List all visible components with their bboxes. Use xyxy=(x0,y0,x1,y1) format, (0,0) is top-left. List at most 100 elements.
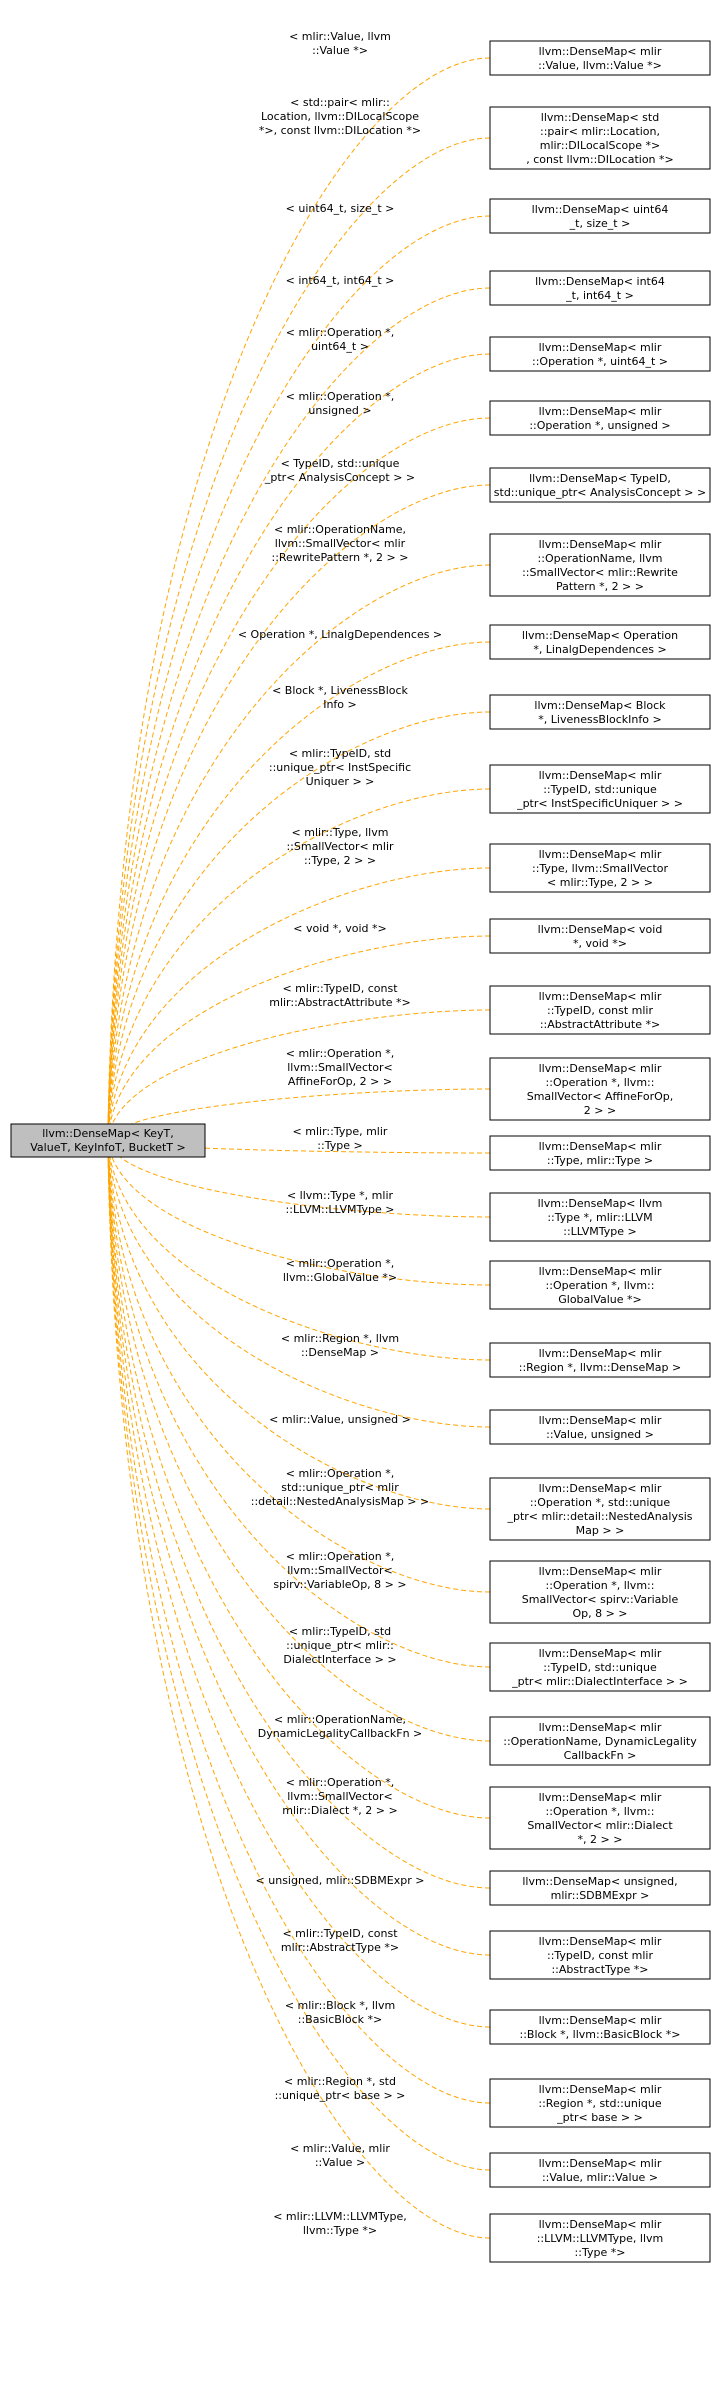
inheritance-edge xyxy=(107,287,491,1133)
inheritance-edge xyxy=(107,1148,491,2239)
derived-class-node[interactable]: llvm::DenseMap< mlir::OperationName, llv… xyxy=(489,533,711,597)
derived-class-box xyxy=(489,1642,711,1692)
derived-class-label: ::TypeID, std::unique xyxy=(543,783,657,796)
edge-template-label: llvm::GlobalValue *> xyxy=(283,1271,397,1284)
derived-class-label: GlobalValue *> xyxy=(558,1293,642,1306)
derived-class-node[interactable]: llvm::DenseMap< mlir::Value, unsigned > xyxy=(489,1409,711,1445)
inheritance-edge xyxy=(107,1009,491,1139)
derived-class-node[interactable]: llvm::DenseMap< unsigned,mlir::SDBMExpr … xyxy=(489,1870,711,1906)
derived-class-node[interactable]: llvm::DenseMap< mlir::Operation *, unsig… xyxy=(489,400,711,436)
derived-class-node[interactable]: llvm::DenseMap< mlir::Value, llvm::Value… xyxy=(489,40,711,76)
derived-class-node[interactable]: llvm::DenseMap< uint64_t, size_t > xyxy=(489,198,711,234)
derived-class-label: llvm::DenseMap< void xyxy=(538,923,663,936)
edge-template-label: ::DenseMap > xyxy=(301,1346,379,1359)
inheritance-edge xyxy=(107,935,491,1139)
derived-class-label: llvm::DenseMap< mlir xyxy=(539,1482,662,1495)
derived-class-label: llvm::DenseMap< mlir xyxy=(539,769,662,782)
derived-class-label: llvm::DenseMap< mlir xyxy=(539,1565,662,1578)
derived-class-label: *, LivenessBlockInfo > xyxy=(538,713,661,726)
derived-class-node[interactable]: llvm::DenseMap< Block*, LivenessBlockInf… xyxy=(489,694,711,730)
derived-class-box xyxy=(489,918,711,954)
derived-class-label: llvm::DenseMap< mlir xyxy=(539,2157,662,2170)
derived-class-label: _ptr< base > > xyxy=(556,2111,643,2124)
edge-template-label: < mlir::TypeID, const xyxy=(282,982,398,995)
derived-class-node[interactable]: llvm::DenseMap< mlir::Block *, llvm::Bas… xyxy=(489,2009,711,2045)
derived-class-node[interactable]: llvm::DenseMap< mlir::TypeID, std::uniqu… xyxy=(489,1642,711,1692)
edge-template-label: ::unique_ptr< InstSpecific xyxy=(269,761,411,774)
edge-template-label: *>, const llvm::DILocation *> xyxy=(259,124,421,137)
derived-class-label: llvm::DenseMap< TypeID, xyxy=(529,472,671,485)
derived-class-node[interactable]: llvm::DenseMap< Operation*, LinalgDepend… xyxy=(489,624,711,660)
root-node[interactable]: llvm::DenseMap< KeyT, ValueT, KeyInfoT, … xyxy=(10,1123,206,1158)
edge-template-label: mlir::AbstractType *> xyxy=(281,1941,399,1954)
edge-template-label: < Operation *, LinalgDependences > xyxy=(238,628,442,641)
derived-class-label: llvm::DenseMap< mlir xyxy=(539,405,662,418)
derived-class-label: std::unique_ptr< AnalysisConcept > > xyxy=(494,486,706,499)
inheritance-edge xyxy=(107,1144,491,1668)
edge-template-label: DialectInterface > > xyxy=(283,1653,396,1666)
derived-class-node[interactable]: llvm::DenseMap< mlir::Operation *, std::… xyxy=(489,1477,711,1541)
derived-class-label: ::Operation *, llvm:: xyxy=(546,1805,655,1818)
derived-class-label: < mlir::Type, 2 > > xyxy=(547,876,653,889)
derived-class-node[interactable]: llvm::DenseMap< mlir::Type, mlir::Type > xyxy=(489,1135,711,1171)
inheritance-edge xyxy=(107,788,491,1138)
derived-class-label: ::OperationName, DynamicLegality xyxy=(503,1735,697,1748)
edge-template-label: < TypeID, std::unique xyxy=(281,457,400,470)
derived-class-label: llvm::DenseMap< mlir xyxy=(539,1265,662,1278)
derived-class-label: llvm::DenseMap< mlir xyxy=(539,1347,662,1360)
derived-class-node[interactable]: llvm::DenseMap< mlir::Operation *, uint6… xyxy=(489,336,711,372)
edge-template-label: < mlir::Type, llvm xyxy=(292,826,389,839)
derived-class-label: ::Value, llvm::Value *> xyxy=(538,59,662,72)
derived-class-label: llvm::DenseMap< mlir xyxy=(539,1935,662,1948)
derived-class-node[interactable]: llvm::DenseMap< mlir::TypeID, const mlir… xyxy=(489,985,711,1035)
derived-class-label: ::Operation *, llvm:: xyxy=(546,1579,655,1592)
derived-class-box xyxy=(489,624,711,660)
edge-template-label: < std::pair< mlir:: xyxy=(290,96,390,109)
derived-class-box xyxy=(489,1477,711,1541)
derived-class-box xyxy=(489,1930,711,1980)
derived-class-box xyxy=(489,2152,711,2188)
derived-class-node[interactable]: llvm::DenseMap< void*, void *> xyxy=(489,918,711,954)
derived-class-label: ::LLVM::LLVMType, llvm xyxy=(537,2232,664,2245)
derived-class-node[interactable]: llvm::DenseMap< mlir::TypeID, std::uniqu… xyxy=(489,764,711,814)
derived-class-label: _ptr< mlir::detail::NestedAnalysis xyxy=(506,1510,692,1523)
edge-template-label: < mlir::LLVM::LLVMType, xyxy=(273,2210,407,2223)
derived-class-label: llvm::DenseMap< Operation xyxy=(522,629,678,642)
derived-class-node[interactable]: llvm::DenseMap< mlir::Operation *, llvm:… xyxy=(489,1560,711,1624)
derived-class-node[interactable]: llvm::DenseMap< mlir::LLVM::LLVMType, ll… xyxy=(489,2213,711,2263)
derived-class-label: ::TypeID, const mlir xyxy=(547,1949,654,1962)
edge-template-label: < mlir::OperationName, xyxy=(274,523,406,536)
edge-template-label: AffineForOp, 2 > > xyxy=(288,1075,392,1088)
edge-template-label: ::Value *> xyxy=(312,44,368,57)
edge-template-label: ::unique_ptr< mlir:: xyxy=(286,1639,394,1652)
inheritance-edge xyxy=(107,867,491,1138)
derived-class-node[interactable]: llvm::DenseMap< mlir::Type, llvm::SmallV… xyxy=(489,843,711,893)
derived-class-label: llvm::DenseMap< mlir xyxy=(539,2014,662,2027)
edge-template-label: llvm::SmallVector< mlir xyxy=(275,537,406,550)
derived-class-node[interactable]: llvm::DenseMap< llvm::Type *, mlir::LLVM… xyxy=(489,1192,711,1242)
derived-class-box xyxy=(489,106,711,170)
derived-class-box xyxy=(489,985,711,1035)
derived-class-box xyxy=(489,2009,711,2045)
edge-template-label: uint64_t > xyxy=(311,340,369,353)
derived-class-node[interactable]: llvm::DenseMap< mlir::Operation *, llvm:… xyxy=(489,1786,711,1850)
edge-template-label: llvm::SmallVector< xyxy=(287,1564,393,1577)
derived-class-node[interactable]: llvm::DenseMap< mlir::Region *, llvm::De… xyxy=(489,1342,711,1378)
derived-class-node[interactable]: llvm::DenseMap< mlir::Operation *, llvm:… xyxy=(489,1057,711,1121)
derived-class-label: llvm::DenseMap< mlir xyxy=(539,990,662,1003)
edge-template-label: < mlir::Operation *, xyxy=(286,1467,395,1480)
derived-class-node[interactable]: llvm::DenseMap< mlir::TypeID, const mlir… xyxy=(489,1930,711,1980)
derived-class-node[interactable]: llvm::DenseMap< mlir::OperationName, Dyn… xyxy=(489,1716,711,1766)
derived-class-node[interactable]: llvm::DenseMap< TypeID,std::unique_ptr< … xyxy=(489,467,711,503)
derived-class-label: ::Block *, llvm::BasicBlock *> xyxy=(520,2028,681,2041)
derived-class-node[interactable]: llvm::DenseMap< mlir::Operation *, llvm:… xyxy=(489,1260,711,1310)
derived-class-node[interactable]: llvm::DenseMap< std::pair< mlir::Locatio… xyxy=(489,106,711,170)
edge-template-label: < mlir::Type, mlir xyxy=(293,1125,388,1138)
derived-class-label: ::Type *, mlir::LLVM xyxy=(547,1211,652,1224)
derived-class-node[interactable]: llvm::DenseMap< int64_t, int64_t > xyxy=(489,270,711,306)
edge-template-label: std::unique_ptr< mlir xyxy=(281,1481,399,1494)
inheritance-edge xyxy=(107,1148,491,2171)
derived-class-node[interactable]: llvm::DenseMap< mlir::Value, mlir::Value… xyxy=(489,2152,711,2188)
derived-class-node[interactable]: llvm::DenseMap< mlir::Region *, std::uni… xyxy=(489,2078,711,2128)
